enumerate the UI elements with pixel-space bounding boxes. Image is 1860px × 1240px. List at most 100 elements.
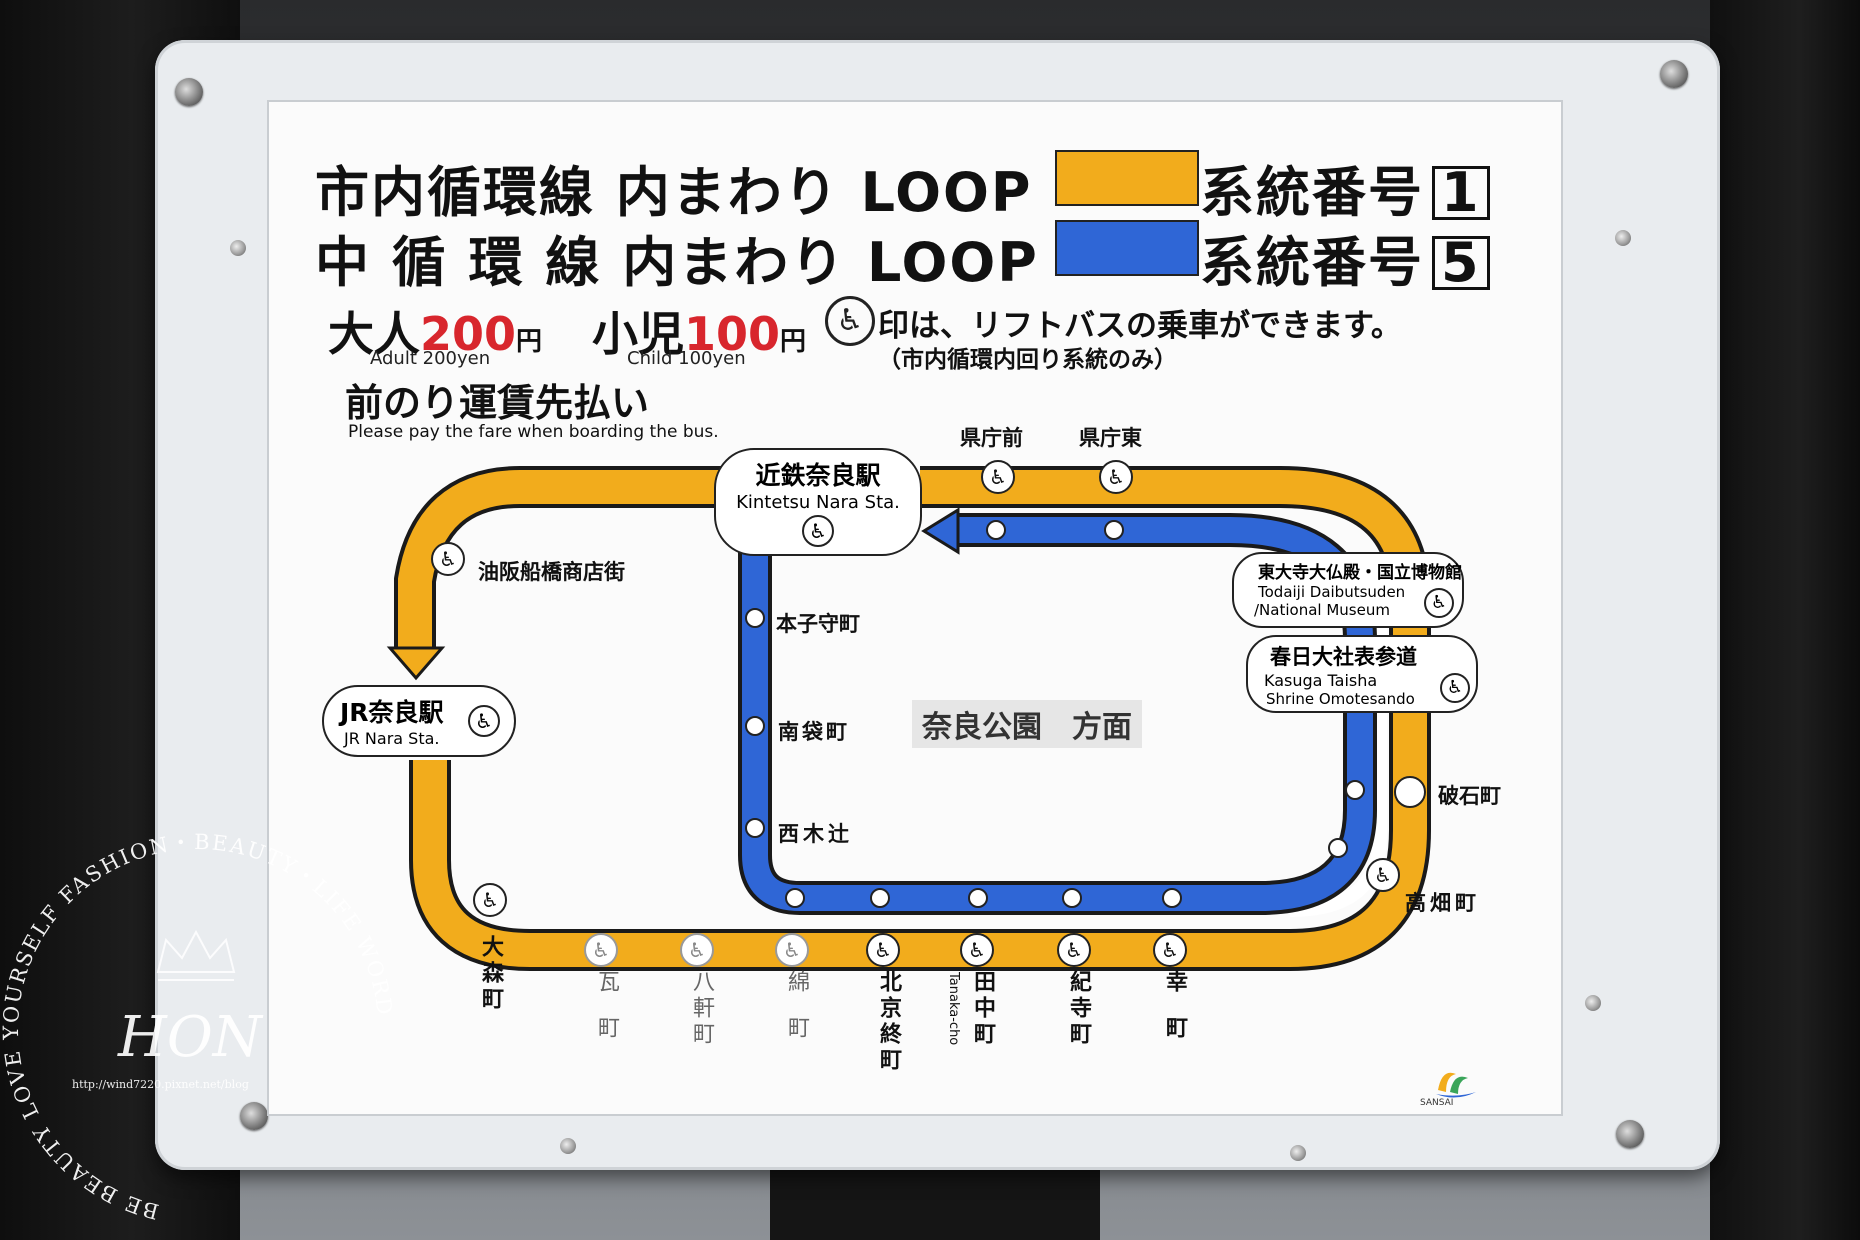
orange-route-main — [413, 470, 1427, 967]
wheelchair-icon: ♿ — [584, 933, 618, 967]
wheelchair-icon: ♿ — [866, 933, 900, 967]
wheelchair-icon: ♿ — [1424, 588, 1454, 618]
stop-kidera: 紀寺町 — [1066, 970, 1091, 1048]
route-5-number: 5 — [1432, 236, 1490, 290]
lift-bus-note: 印は、リフトバスの乗車ができます。 — [878, 308, 1402, 344]
blue-stop-dot — [1104, 520, 1124, 540]
stop-tanaka: 田中町 — [970, 970, 995, 1048]
screw — [1616, 1120, 1644, 1148]
screw — [1660, 60, 1688, 88]
stop-tanaka-en: Tanaka-cho — [946, 972, 961, 1046]
orange-direction-arrow — [386, 646, 446, 681]
center-nara-park-label: 奈良公園 方面 — [912, 700, 1142, 748]
rivet — [230, 240, 246, 256]
jr-nara-en: JR Nara Sta. — [344, 729, 440, 748]
blue-stop-dot — [1328, 838, 1348, 858]
blue-stop-dot — [785, 888, 805, 908]
wheelchair-icon: ♿ — [1099, 460, 1133, 494]
todaiji-en-2: /National Museum — [1254, 601, 1390, 619]
wheelchair-icon: ♿ — [1440, 673, 1470, 703]
stop-omori: 大森町 — [478, 935, 503, 1013]
screw — [175, 78, 203, 106]
sansai-logo-text: SANSAI — [1420, 1098, 1454, 1108]
stop-saiwai: 幸町 — [1162, 970, 1187, 1062]
blue-stop-dot — [745, 716, 765, 736]
blue-stop-dot — [1062, 888, 1082, 908]
kintetsu-nara-jp: 近鉄奈良駅 — [755, 461, 881, 490]
orange-stop-dot — [1394, 776, 1426, 808]
watermark-name: HON — [118, 1005, 262, 1070]
stop-minamifukuro: 南袋町 — [778, 720, 850, 744]
jr-nara-jp: JR奈良駅 — [340, 698, 444, 727]
wheelchair-icon: ♿ — [825, 296, 875, 346]
todaiji-station-box: 東大寺大仏殿・国立博物館 Todaiji Daibutsuden /Nation… — [1232, 552, 1464, 628]
wheelchair-icon: ♿ — [775, 933, 809, 967]
child-fare-en: Child 100yen — [627, 348, 746, 369]
stop-takabatake: 高畑町 — [1405, 891, 1480, 915]
crown-icon — [156, 929, 236, 981]
wheelchair-icon: ♿ — [680, 933, 714, 967]
stop-kenchomae: 県庁前 — [960, 426, 1023, 450]
kintetsu-nara-station-box: 近鉄奈良駅 Kintetsu Nara Sta. ♿ — [714, 448, 922, 556]
route-separator — [1289, 560, 1387, 917]
pay-notice-jp: 前のり運賃先払い — [345, 381, 650, 425]
orange-route-swatch — [1055, 150, 1199, 206]
title-line-2: 中 循 環 線 内まわり LOOP — [315, 231, 1039, 294]
adult-fare: 大人200円 — [328, 307, 543, 361]
blue-stop-dot — [986, 520, 1006, 540]
wheelchair-icon: ♿ — [468, 705, 500, 737]
right-pole — [1710, 0, 1860, 1240]
pay-notice-en: Please pay the fare when boarding the bu… — [348, 422, 719, 442]
blue-route — [742, 517, 1373, 911]
child-fare: 小児100円 — [592, 307, 807, 361]
title-line-1: 市内循環線 内まわり LOOP — [315, 161, 1033, 224]
wheelchair-icon: ♿ — [473, 883, 507, 917]
orange-route-upper — [398, 470, 900, 650]
blue-stop-dot — [870, 888, 890, 908]
kintetsu-nara-en: Kintetsu Nara Sta. — [736, 492, 900, 513]
blue-route-swatch — [1055, 220, 1199, 276]
stop-wata: 綿町 — [784, 970, 809, 1062]
wheelchair-icon: ♿ — [1057, 933, 1091, 967]
wheelchair-icon: ♿ — [960, 933, 994, 967]
blue-stop-dot — [745, 608, 765, 628]
rivet — [1615, 230, 1631, 246]
stop-kitakyobate: 北京終町 — [876, 970, 901, 1074]
lift-bus-note-sub: （市内循環内回り系統のみ） — [878, 347, 1177, 373]
kasuga-en-2: Shrine Omotesando — [1266, 690, 1415, 708]
kasuga-jp: 春日大社表参道 — [1270, 645, 1417, 669]
watermark-url: http://wind7220.pixnet.net/blog — [72, 1078, 249, 1091]
todaiji-en-1: Todaiji Daibutsuden — [1258, 583, 1406, 601]
sansai-logo — [1432, 1062, 1480, 1102]
wheelchair-icon: ♿ — [1153, 933, 1187, 967]
kasuga-en-1: Kasuga Taisha — [1264, 671, 1378, 690]
wheelchair-icon: ♿ — [431, 542, 465, 576]
blue-stop-dot — [1162, 888, 1182, 908]
rivet — [560, 1138, 576, 1154]
stop-motomori: 本子守町 — [776, 612, 860, 636]
blue-direction-arrow — [921, 507, 960, 555]
adult-fare-en: Adult 200yen — [370, 348, 491, 369]
wheelchair-icon: ♿ — [981, 460, 1015, 494]
blue-stop-dot — [968, 888, 988, 908]
stop-kawara: 瓦町 — [594, 970, 619, 1062]
stop-nishikitsuji: 西木辻 — [778, 822, 853, 846]
jr-nara-station-box: JR奈良駅 JR Nara Sta. ♿ — [322, 685, 516, 757]
screw — [240, 1102, 268, 1130]
rivet — [1290, 1145, 1306, 1161]
stop-hakken: 八軒町 — [689, 970, 714, 1048]
stop-aburasaka: 油阪船橋商店街 — [478, 560, 625, 584]
stop-waridashi: 破石町 — [1438, 784, 1501, 808]
blue-stop-dot — [1345, 780, 1365, 800]
blue-stop-dot — [745, 818, 765, 838]
rivet — [1585, 995, 1601, 1011]
route-1-number: 1 — [1432, 166, 1490, 220]
wheelchair-icon: ♿ — [802, 515, 834, 547]
wheelchair-icon: ♿ — [1366, 858, 1400, 892]
stop-kenchohigashi: 県庁東 — [1079, 426, 1142, 450]
kasuga-station-box: 春日大社表参道 Kasuga Taisha Shrine Omotesando … — [1246, 635, 1478, 713]
